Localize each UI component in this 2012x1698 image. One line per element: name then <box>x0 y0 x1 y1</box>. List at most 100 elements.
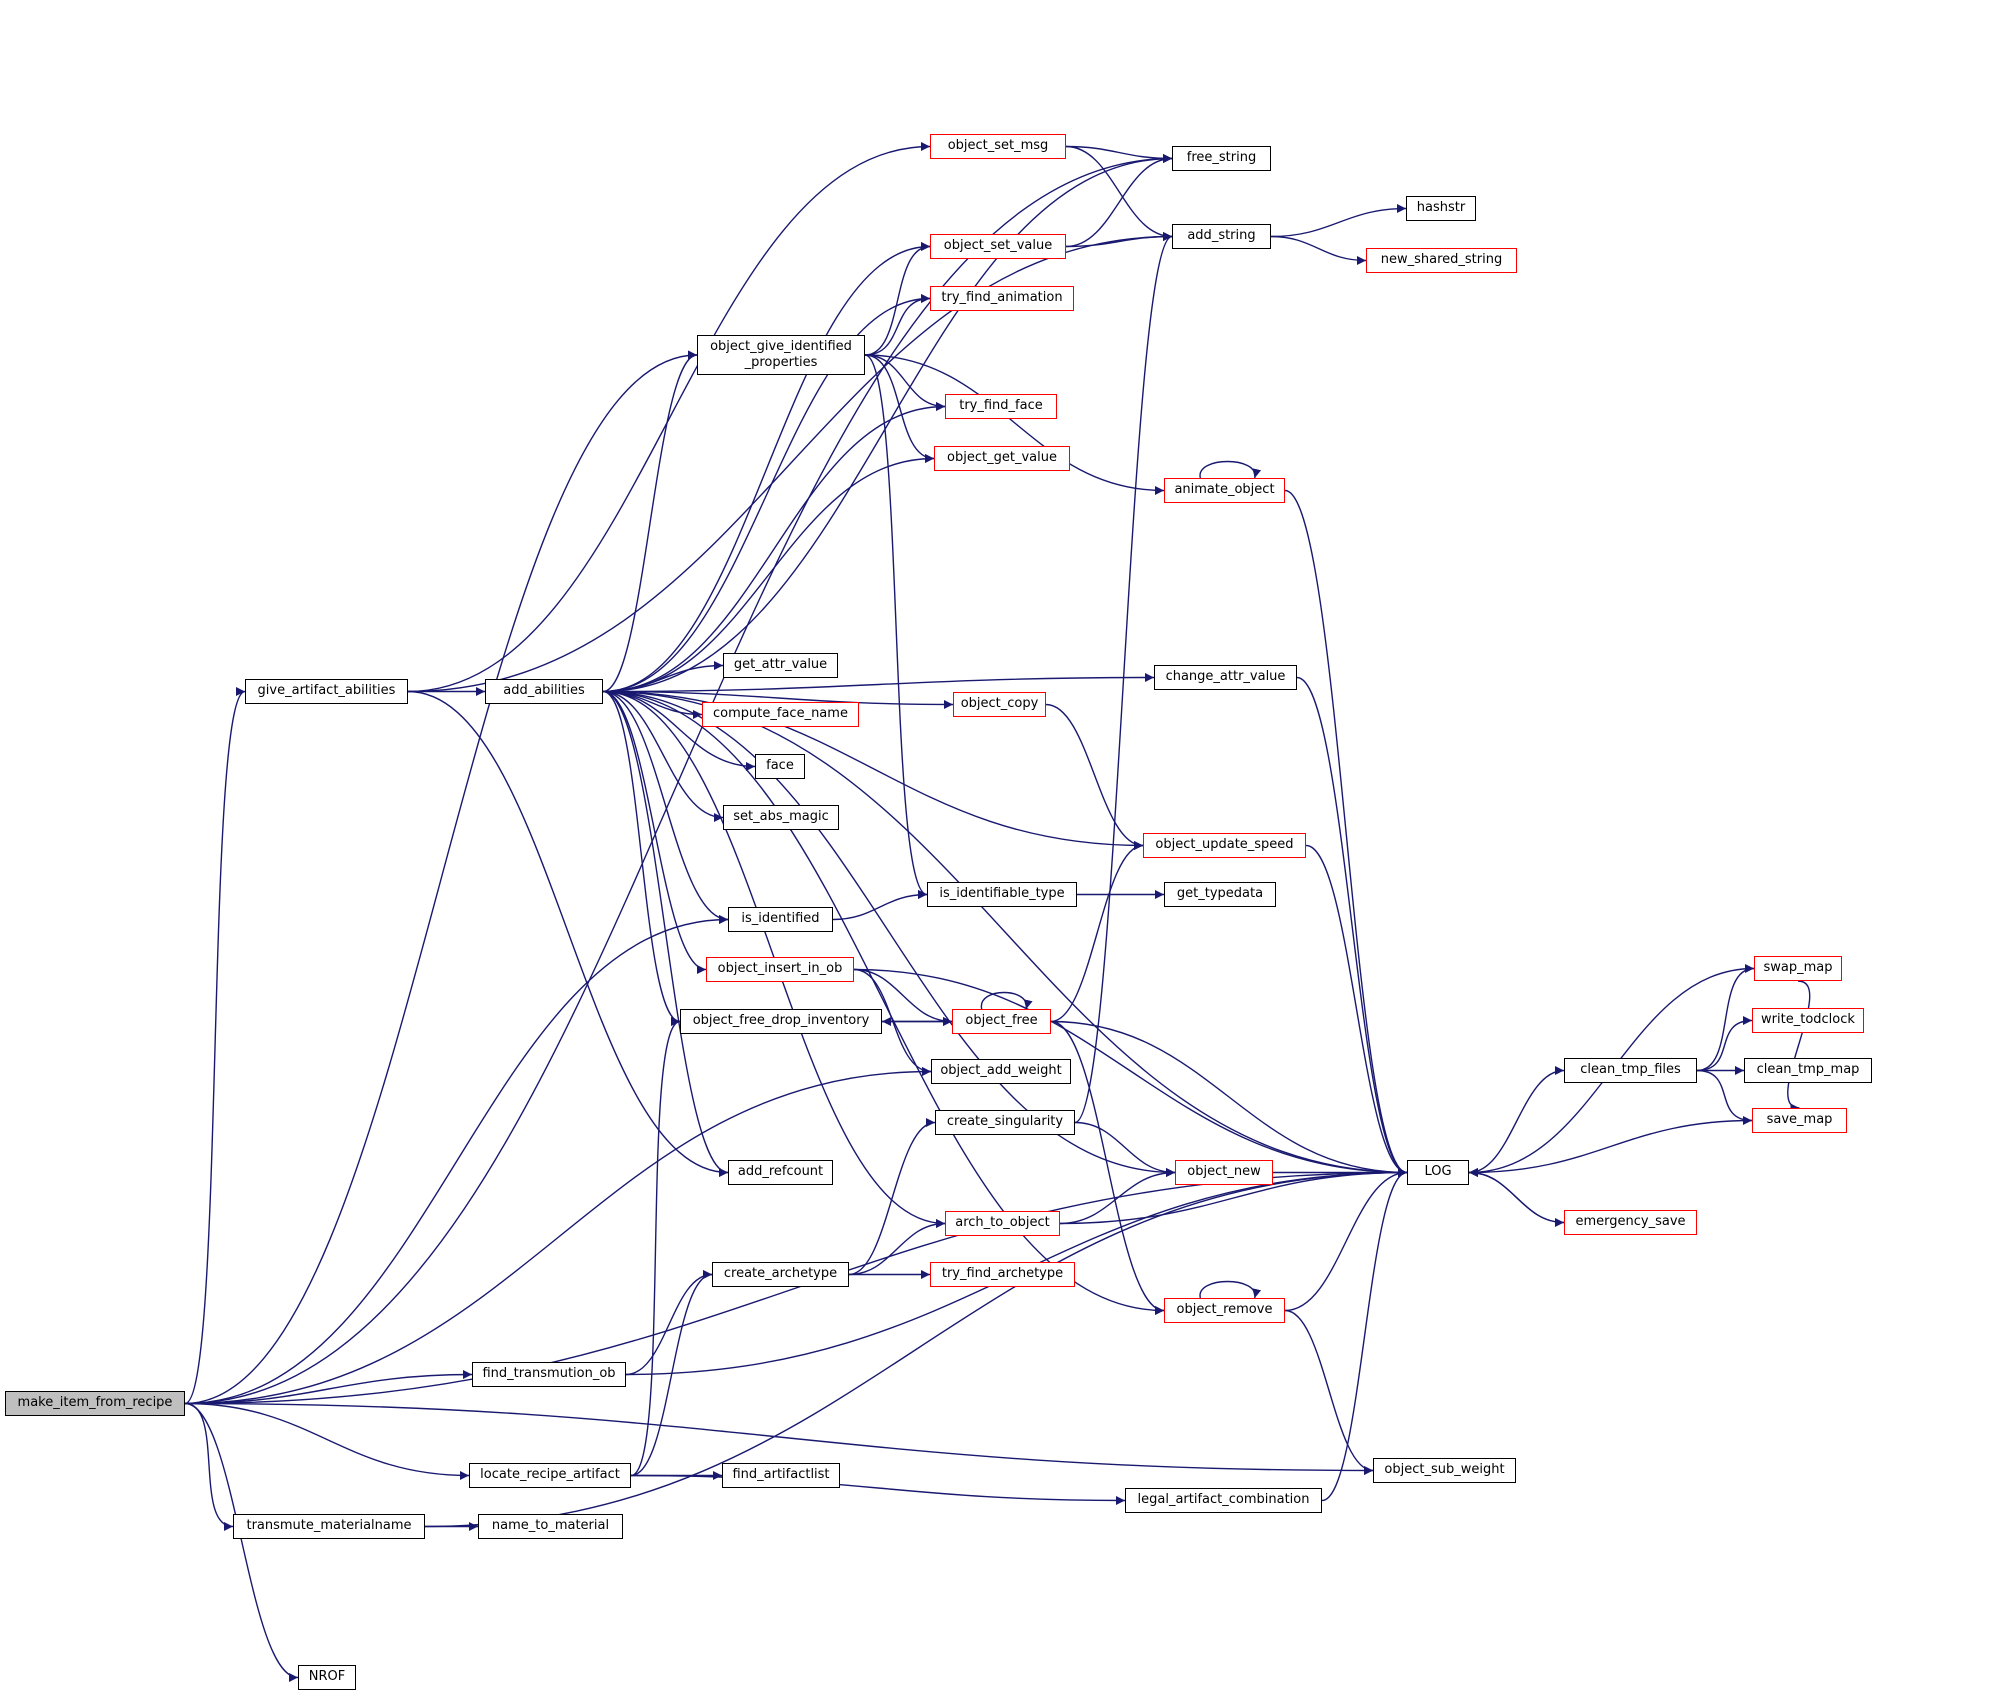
edge-make-item-from-recipe-to-object-add-weight <box>184 1067 932 1405</box>
node-object-sub-weight[interactable]: object_sub_weight <box>1373 1458 1516 1483</box>
edge-object-remove-to-object-remove <box>1199 1280 1262 1299</box>
node-transmute-materialname[interactable]: transmute_materialname <box>233 1514 425 1539</box>
node-is-identifiable-type[interactable]: is_identifiable_type <box>927 882 1077 907</box>
edge-add-abilities-to-object-new <box>602 690 1176 1177</box>
node-object-set-msg[interactable]: object_set_msg <box>930 134 1066 159</box>
edge-locate-recipe-artifact-to-create-archetype <box>630 1270 713 1477</box>
node-free-string[interactable]: free_string <box>1172 146 1271 171</box>
edge-add-abilities-to-object-free-drop-inventory <box>602 690 681 1026</box>
edge-add-abilities-to-free-string <box>602 154 1173 693</box>
edge-locate-recipe-artifact-to-object-free-drop-inventory <box>630 1017 681 1477</box>
node-object-update-speed[interactable]: object_update_speed <box>1143 833 1306 858</box>
node-emergency-save[interactable]: emergency_save <box>1564 1210 1697 1235</box>
edge-make-item-from-recipe-to-transmute-materialname <box>184 1402 234 1531</box>
node-object-get-value[interactable]: object_get_value <box>934 446 1070 471</box>
node-face[interactable]: face <box>755 754 805 779</box>
node-animate-object[interactable]: animate_object <box>1164 478 1285 503</box>
edge-add-abilities-to-object-copy <box>602 690 954 709</box>
edge-animate-object-to-log <box>1284 489 1408 1177</box>
edge-add-abilities-to-object-set-value <box>602 242 931 693</box>
node-save-map[interactable]: save_map <box>1752 1108 1847 1133</box>
edge-add-abilities-to-change-attr-value <box>602 673 1155 693</box>
node-is-identified[interactable]: is_identified <box>728 907 833 932</box>
node-object-free-drop-inventory[interactable]: object_free_drop_inventory <box>680 1009 882 1034</box>
node-object-insert-in-ob[interactable]: object_insert_in_ob <box>706 957 854 982</box>
edge-add-abilities-to-try-find-animation <box>602 294 931 693</box>
edge-add-abilities-to-is-identified <box>602 690 729 924</box>
node-try-find-archetype[interactable]: try_find_archetype <box>930 1262 1075 1287</box>
edge-add-abilities-to-add-refcount <box>602 690 729 1177</box>
node-object-free[interactable]: object_free <box>952 1009 1051 1034</box>
node-try-find-animation[interactable]: try_find_animation <box>930 286 1074 311</box>
node-change-attr-value[interactable]: change_attr_value <box>1154 665 1297 690</box>
edge-object-give-identified-properties-to-animate-object <box>864 354 1165 495</box>
edge-object-set-msg-to-add-string <box>1065 145 1173 241</box>
node-swap-map[interactable]: swap_map <box>1754 956 1842 981</box>
node-object-give-identified-properties[interactable]: object_give_identified_properties <box>697 335 865 375</box>
edge-locate-recipe-artifact-to-legal-artifact-combination <box>630 1474 1126 1505</box>
edge-emergency-save-to-log <box>1468 1168 1565 1224</box>
edge-transmute-materialname-to-log <box>424 1168 1408 1528</box>
node-object-set-value[interactable]: object_set_value <box>930 234 1066 259</box>
edge-make-item-from-recipe-to-locate-recipe-artifact <box>184 1402 470 1480</box>
edge-give-artifact-abilities-to-add-refcount <box>407 690 729 1177</box>
edge-arch-to-object-to-object-new <box>1059 1168 1176 1225</box>
edge-object-give-identified-properties-to-try-find-animation <box>864 294 931 356</box>
node-write-todclock[interactable]: write_todclock <box>1752 1008 1864 1033</box>
edge-make-item-from-recipe-to-find-transmution-ob <box>184 1370 473 1405</box>
node-log[interactable]: LOG <box>1407 1160 1469 1185</box>
node-set-abs-magic[interactable]: set_abs_magic <box>723 805 839 830</box>
node-create-singularity[interactable]: create_singularity <box>935 1110 1075 1135</box>
node-get-attr-value[interactable]: get_attr_value <box>723 653 838 678</box>
edge-object-insert-in-ob-to-object-free <box>853 968 953 1026</box>
edge-add-abilities-to-face <box>602 690 756 771</box>
node-find-artifactlist[interactable]: find_artifactlist <box>722 1463 840 1488</box>
edge-object-remove-to-object-sub-weight <box>1284 1309 1374 1475</box>
node-arch-to-object[interactable]: arch_to_object <box>945 1211 1060 1236</box>
node-hashstr[interactable]: hashstr <box>1406 196 1476 221</box>
node-compute-face-name[interactable]: compute_face_name <box>702 702 859 727</box>
node-locate-recipe-artifact[interactable]: locate_recipe_artifact <box>469 1463 631 1488</box>
node-find-transmution-ob[interactable]: find_transmution_ob <box>472 1362 626 1387</box>
edge-swap-map-to-save-map <box>1787 980 1811 1113</box>
node-give-artifact-abilities[interactable]: give_artifact_abilities <box>245 679 408 704</box>
node-add-refcount[interactable]: add_refcount <box>728 1160 833 1185</box>
edge-legal-artifact-combination-to-log <box>1321 1168 1408 1502</box>
edge-find-transmution-ob-to-create-archetype <box>625 1270 713 1376</box>
edge-create-singularity-to-add-string <box>1074 232 1173 1124</box>
edge-is-identified-to-is-identifiable-type <box>832 890 928 921</box>
node-object-remove[interactable]: object_remove <box>1164 1298 1285 1323</box>
edge-add-string-to-new-shared-string <box>1270 235 1367 265</box>
node-add-string[interactable]: add_string <box>1172 224 1271 249</box>
edge-object-give-identified-properties-to-is-identifiable-type <box>864 354 928 899</box>
edge-object-free-to-object-free <box>980 991 1033 1010</box>
edge-add-abilities-to-try-find-face <box>602 402 946 693</box>
node-nrof[interactable]: NROF <box>298 1665 356 1690</box>
edge-object-update-speed-to-log <box>1305 844 1408 1177</box>
node-name-to-material[interactable]: name_to_material <box>478 1514 623 1539</box>
edge-object-free-to-object-update-speed <box>1050 841 1144 1023</box>
edge-save-map-to-log <box>1468 1119 1753 1177</box>
node-clean-tmp-files[interactable]: clean_tmp_files <box>1564 1058 1697 1083</box>
edge-add-abilities-to-set-abs-magic <box>602 690 724 822</box>
node-try-find-face[interactable]: try_find_face <box>945 394 1057 419</box>
edge-add-abilities-to-object-get-value <box>602 454 935 693</box>
edge-log-to-clean-tmp-files <box>1468 1066 1565 1174</box>
node-create-archetype[interactable]: create_archetype <box>712 1262 849 1287</box>
node-clean-tmp-map[interactable]: clean_tmp_map <box>1744 1058 1872 1083</box>
node-add-abilities[interactable]: add_abilities <box>485 679 603 704</box>
edge-object-insert-in-ob-to-object-add-weight <box>853 968 932 1076</box>
edge-add-abilities-to-object-give-identified-properties <box>602 350 698 693</box>
edge-make-item-from-recipe-to-nrof <box>184 1402 299 1682</box>
node-object-add-weight[interactable]: object_add_weight <box>931 1059 1071 1084</box>
edge-object-free-to-object-remove <box>1050 1020 1165 1315</box>
node-legal-artifact-combination[interactable]: legal_artifact_combination <box>1125 1488 1322 1513</box>
edge-clean-tmp-files-to-save-map <box>1696 1069 1753 1125</box>
edge-object-free-to-log <box>1050 1020 1408 1177</box>
node-new-shared-string[interactable]: new_shared_string <box>1366 248 1517 273</box>
node-get-typedata[interactable]: get_typedata <box>1164 882 1276 907</box>
node-object-copy[interactable]: object_copy <box>953 692 1046 717</box>
node-object-new[interactable]: object_new <box>1175 1160 1273 1185</box>
edge-animate-object-to-animate-object <box>1199 460 1262 479</box>
